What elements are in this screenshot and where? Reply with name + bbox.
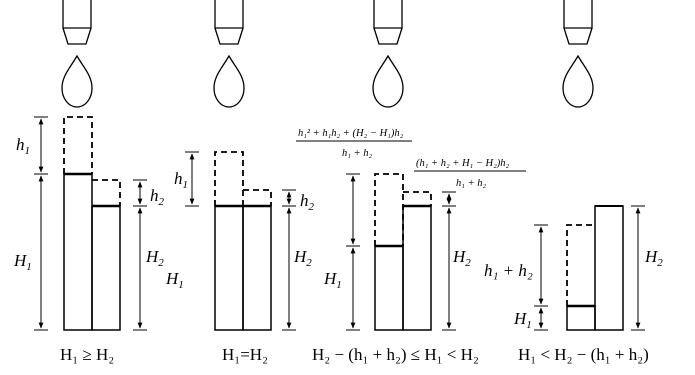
caption-panel-3: H₂ − (h₁ + h₂) ≤ H₁ < H₂ (312, 345, 479, 364)
label-h2-panel-2: h2 (300, 191, 315, 213)
droplet-1 (61, 54, 93, 108)
column-2-left (214, 205, 244, 331)
label-H2-panel-1: H2 (145, 247, 164, 269)
column-4-right (594, 205, 624, 331)
label-H1-panel-3: H1 (323, 269, 342, 291)
column-1-right (91, 205, 121, 331)
caption-panel-1: H₁ ≥ H₂ (60, 345, 114, 364)
formula-top-denominator: h₁ + h₂ (342, 148, 372, 159)
label-H2-panel-2: H2 (293, 247, 312, 269)
dashed-added-left-4 (566, 224, 595, 306)
label-H2-panel-4: H2 (644, 247, 663, 269)
droplet-2 (213, 54, 245, 108)
dashed-added-left-2 (214, 151, 244, 206)
nozzle-3 (373, 0, 403, 45)
column-3-left (374, 245, 404, 331)
formula-mid-denominator: h₁ + h₂ (456, 178, 486, 189)
caption-panel-4: H₁ < H₂ − (h₁ + h₂) (518, 345, 649, 364)
panel-4: h₁ + h₂ H1 H2 H₁ < H₂ − (h₁ + h₂) (484, 205, 663, 364)
dashed-added-right (92, 179, 121, 206)
dashed-added-right-2 (243, 189, 272, 206)
label-H1-panel-2: H1 (165, 269, 184, 291)
caption-panel-2: H₁=H₂ (222, 345, 268, 364)
formula-mid-numerator: (h₁ + h₂ + H₁ − H₂)h₂ (416, 158, 510, 169)
column-4-left (566, 305, 596, 331)
panel-2: h1 H1 h2 H2 H₁=H₂ (165, 151, 315, 364)
column-2-right (242, 205, 272, 331)
droplet-4 (562, 54, 594, 108)
label-H2-panel-3: H2 (452, 247, 471, 269)
dashed-added-left (63, 116, 93, 174)
formula-top-numerator: h₁² + h₁h₂ + (H₂ − H₁)h₂ (298, 128, 404, 139)
droplet-3 (372, 54, 404, 108)
label-h2-panel-1: h2 (150, 186, 165, 208)
label-H1-panel-4: H1 (513, 309, 532, 331)
column-1-left (63, 173, 93, 331)
label-h1-panel-1: h1 (16, 135, 30, 157)
nozzle-2 (214, 0, 244, 45)
panel-1: h1 H1 h2 H2 H₁ ≥ H₂ (13, 116, 165, 364)
dashed-added-right-3 (403, 191, 432, 206)
label-h1-panel-2: h1 (174, 169, 188, 191)
nozzle-1 (62, 0, 92, 45)
panel-3: h₁² + h₁h₂ + (H₂ − H₁)h₂ h₁ + h₂ (h₁ + h… (296, 128, 526, 364)
column-3-right (402, 205, 432, 331)
label-H1-panel-1: H1 (13, 251, 32, 273)
label-h1h2-panel-4: h₁ + h₂ (484, 261, 533, 280)
nozzle-4 (563, 0, 593, 45)
dashed-added-left-3 (374, 173, 404, 246)
